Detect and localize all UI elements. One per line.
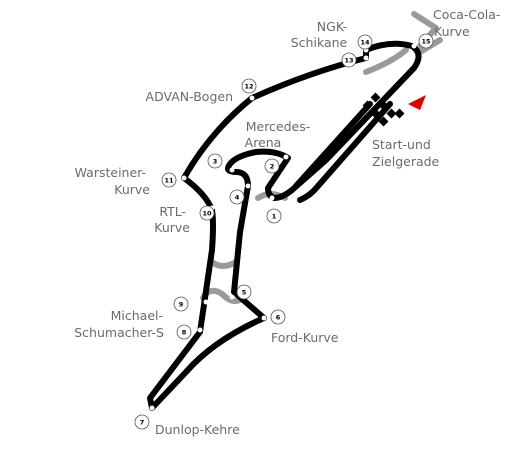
svg-text:4: 4	[235, 194, 240, 202]
label-mercedes-arena: Mercedes- Arena	[245, 119, 315, 150]
old-layout-ngk	[363, 47, 409, 75]
svg-text:14: 14	[360, 39, 370, 47]
label-coca-cola-kurve: Coca-Cola- Kurve	[433, 7, 504, 39]
svg-text:11: 11	[164, 177, 174, 185]
turn-marker-4: 4	[229, 189, 245, 205]
turn-marker-2: 2	[264, 158, 280, 174]
turn-marker-3: 3	[207, 153, 223, 169]
turn-marker-6: 6	[270, 309, 286, 325]
start-finish-straight	[293, 101, 373, 189]
label-warsteiner-kurve: Warsteiner- Kurve	[75, 165, 151, 197]
turn-markers: 1 2 3 4 5 6 7 8 9 10 11 12 13 14 15	[134, 33, 434, 430]
turn-marker-13: 13	[341, 52, 357, 68]
turn-marker-14: 14	[357, 34, 373, 50]
turn-marker-5: 5	[236, 284, 252, 300]
turn-marker-10: 10	[199, 205, 215, 221]
svg-text:10: 10	[202, 210, 212, 218]
turn-marker-15: 15	[418, 33, 434, 49]
label-ngk-schikane: NGK- Schikane	[291, 19, 351, 50]
svg-text:9: 9	[179, 301, 184, 309]
svg-text:7: 7	[140, 419, 145, 427]
pit-lane	[297, 101, 393, 203]
label-michael-schumacher-s: Michael- Schumacher-S	[74, 308, 167, 340]
turn-marker-11: 11	[161, 172, 177, 188]
turn-marker-8: 8	[176, 324, 192, 340]
track	[147, 40, 422, 411]
turn-marker-7: 7	[134, 414, 150, 430]
svg-text:1: 1	[272, 213, 277, 221]
start-direction-arrow	[408, 95, 426, 110]
label-advan-bogen: ADVAN-Bogen	[146, 89, 233, 104]
svg-text:2: 2	[270, 163, 275, 171]
turn-marker-12: 12	[241, 78, 257, 94]
corner-labels: NGK- Schikane Coca-Cola- Kurve ADVAN-Bog…	[74, 7, 504, 437]
turn-marker-1: 1	[266, 208, 282, 224]
turn-marker-9: 9	[173, 296, 189, 312]
label-rtl-kurve: RTL- Kurve	[154, 204, 190, 235]
svg-text:12: 12	[244, 83, 253, 91]
svg-text:15: 15	[421, 38, 431, 46]
svg-text:6: 6	[276, 314, 281, 322]
svg-text:13: 13	[344, 57, 353, 65]
old-layout-rtl-loop	[209, 259, 239, 269]
svg-text:8: 8	[182, 329, 187, 337]
svg-text:3: 3	[213, 158, 218, 166]
label-ford-kurve: Ford-Kurve	[271, 330, 339, 345]
svg-text:5: 5	[242, 289, 247, 297]
label-start-ziel: Start-und Zielgerade	[372, 137, 440, 169]
turn-dots	[149, 43, 417, 411]
label-dunlop-kehre: Dunlop-Kehre	[155, 422, 240, 437]
